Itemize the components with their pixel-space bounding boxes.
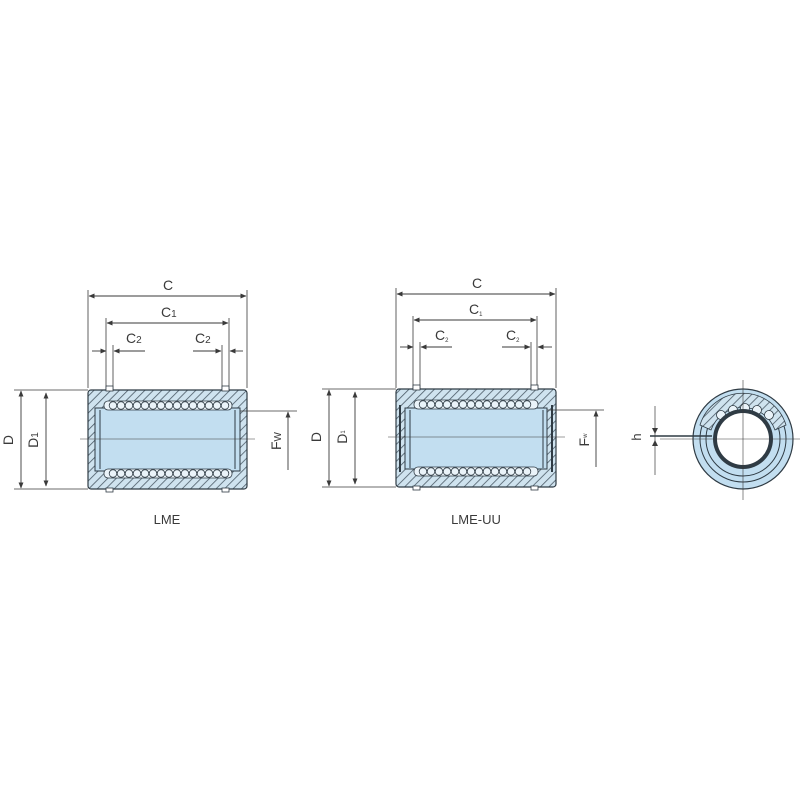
dim-c1-label: C1 xyxy=(161,304,177,320)
dim-c2-left-label: C2 xyxy=(435,327,449,344)
dim-c-label: C xyxy=(163,277,173,293)
end-view: h xyxy=(629,380,800,500)
dim-d-label: D xyxy=(0,435,16,445)
lme-caption: LME xyxy=(154,512,181,527)
dim-c2-right-label: C2 xyxy=(506,327,520,344)
dim-fw-label: FW xyxy=(268,431,284,450)
dim-c2-right-label: C2 xyxy=(195,330,211,346)
dim-fw-label: Fw xyxy=(576,433,592,447)
dim-d1-label: D1 xyxy=(334,430,350,444)
dim-h-label: h xyxy=(629,433,644,440)
dim-c-label: C xyxy=(472,275,482,291)
lme-uu-view: C C1 C2 C2 D D1 Fw xyxy=(308,275,604,527)
lme-uu-caption: LME-UU xyxy=(451,512,501,527)
dim-c2-left-label: C2 xyxy=(126,330,142,346)
dim-d-label: D xyxy=(308,432,324,442)
lme-view: C C1 C2 C2 D xyxy=(0,277,297,527)
dim-d1-label: D1 xyxy=(25,432,41,448)
dim-c1-label: C1 xyxy=(469,301,483,318)
